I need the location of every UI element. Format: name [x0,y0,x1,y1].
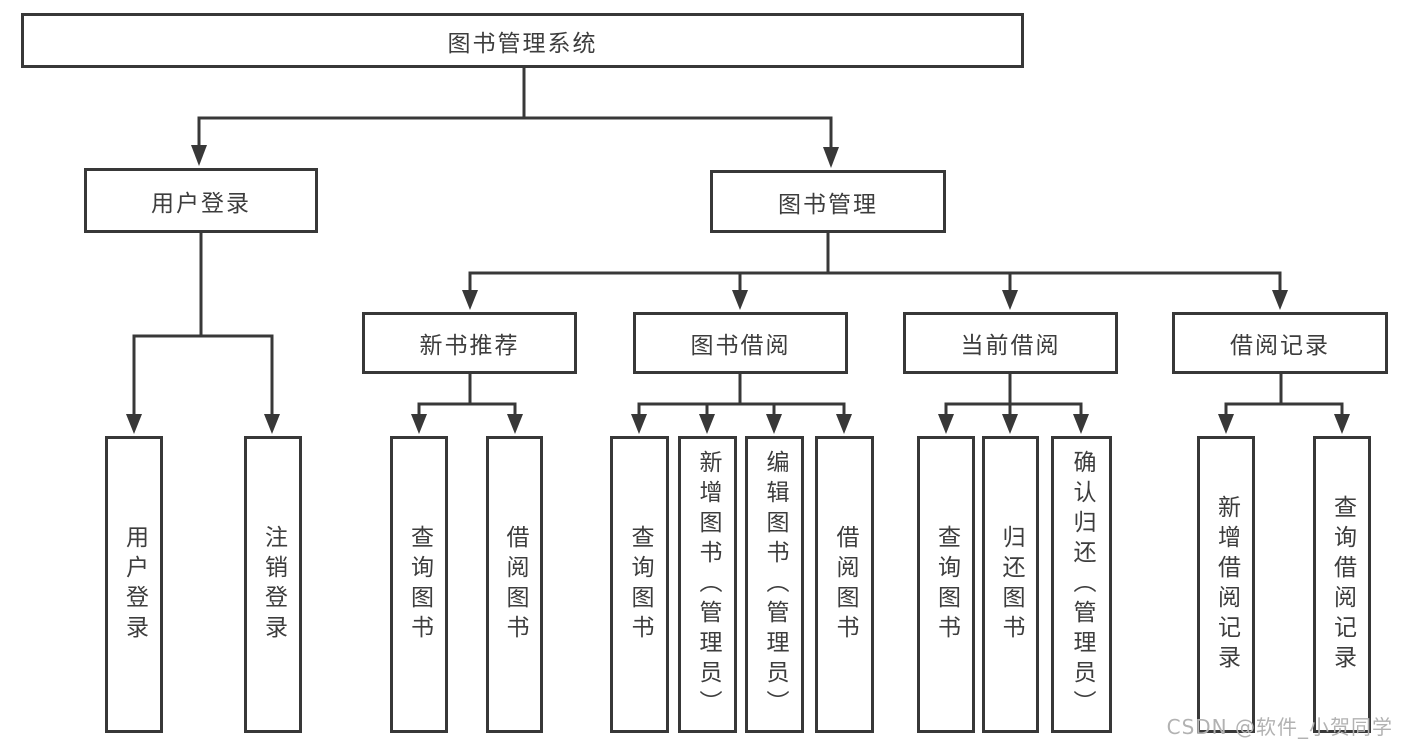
arrow-down-icon [1073,414,1089,434]
leaf-query-borrow-record: 查询借阅记录 [1313,436,1371,733]
leaf-query-books-recommend: 查询图书 [390,436,448,733]
leaf-label: 归还图书 [998,524,1024,645]
node-user-login: 用户登录 [84,168,318,233]
arrow-down-icon [264,414,280,434]
csdn-watermark: CSDN @软件_小贺同学 [1166,715,1393,739]
leaf-label: 查询图书 [406,524,433,645]
leaf-query-books-current: 查询图书 [917,436,975,733]
leaf-borrow-books-recommend: 借阅图书 [486,436,543,733]
node-book-management: 图书管理 [710,170,946,233]
arrow-down-icon [766,414,782,434]
leaf-user-login: 用户登录 [105,436,163,733]
leaf-label: 查询图书 [933,524,960,645]
arrow-down-icon [126,414,142,434]
leaf-add-borrow-record: 新增借阅记录 [1197,436,1255,733]
arrow-down-icon [191,145,207,166]
arrow-down-icon [462,290,478,310]
node-book-borrowing-label: 图书借阅 [690,333,791,359]
node-user-login-label: 用户登录 [151,190,251,217]
arrow-down-icon [938,414,954,434]
leaf-return-books: 归还图书 [982,436,1039,733]
node-book-borrowing: 图书借阅 [633,312,848,374]
leaf-add-book-admin: 新增图书（管理员） [678,436,737,733]
arrow-down-icon [836,414,852,434]
node-new-book-recommendation-label: 新书推荐 [419,333,520,359]
arrow-down-icon [507,414,523,434]
arrow-down-icon [732,290,748,310]
arrow-down-icon [823,147,839,168]
arrow-down-icon [699,414,715,434]
leaf-label: 编辑图书（管理员） [762,449,788,720]
node-root: 图书管理系统 [21,13,1024,68]
leaf-label: 借阅图书 [502,524,528,645]
leaf-label: 查询借阅记录 [1329,494,1356,675]
leaf-borrow-books-borrowing: 借阅图书 [815,436,874,733]
leaf-label: 新增借阅记录 [1213,494,1240,675]
leaf-label: 确认归还（管理员） [1069,449,1095,720]
arrow-down-icon [1002,290,1018,310]
leaf-confirm-return-admin: 确认归还（管理员） [1051,436,1112,733]
node-borrowing-records: 借阅记录 [1172,312,1388,374]
node-current-borrowing-label: 当前借阅 [960,333,1061,359]
leaf-label: 用户登录 [121,524,148,645]
node-current-borrowing: 当前借阅 [903,312,1118,374]
leaf-label: 借阅图书 [832,524,858,645]
arrow-down-icon [1218,414,1234,434]
arrow-down-icon [1002,414,1018,434]
leaf-logout: 注销登录 [244,436,302,733]
arrow-down-icon [1334,414,1350,434]
leaf-label: 查询图书 [627,524,653,645]
node-borrowing-records-label: 借阅记录 [1230,333,1330,359]
leaf-label: 注销登录 [260,524,287,645]
leaf-edit-book-admin: 编辑图书（管理员） [745,436,804,733]
node-root-label: 图书管理系统 [447,30,598,57]
leaf-label: 新增图书（管理员） [695,449,721,720]
arrow-down-icon [1272,290,1288,310]
arrow-down-icon [411,414,427,434]
node-book-management-label: 图书管理 [778,191,878,218]
arrow-down-icon [631,414,647,434]
leaf-query-books-borrowing: 查询图书 [610,436,669,733]
node-new-book-recommendation: 新书推荐 [362,312,577,374]
